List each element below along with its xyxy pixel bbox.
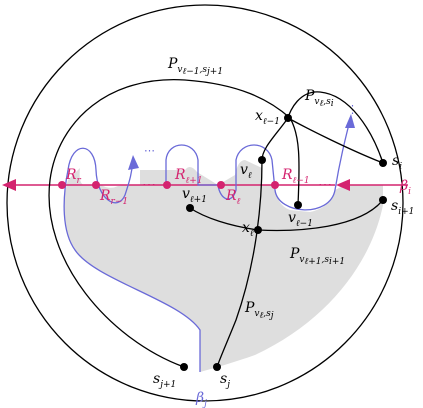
label-r-r1: Rr−1 — [99, 188, 128, 207]
label-beta-i: βi — [399, 178, 411, 197]
node-r-l — [217, 181, 225, 189]
label-r-lm1: Rℓ−1 — [281, 167, 310, 186]
node-r-lp1 — [163, 181, 171, 189]
label-r-l: Rℓ — [225, 188, 241, 207]
node-x-l1 — [284, 114, 292, 122]
beta-r-dots: ⋯ — [142, 178, 156, 193]
outer-circle — [6, 4, 404, 402]
label-p-lower: Pvℓ+1,si+1 — [289, 246, 345, 267]
path-p-vl1-si1 — [189, 199, 384, 232]
label-v-lm1: vℓ−1 — [288, 210, 313, 229]
shaded-region — [64, 160, 384, 372]
beta-i-arrow-left — [2, 179, 16, 191]
label-s-j: sj — [220, 371, 230, 390]
label-p-bottom: Pvℓ,sj — [244, 300, 274, 321]
node-x-l — [254, 226, 262, 234]
beta-j-curve-right — [165, 119, 351, 211]
node-s-i — [379, 159, 387, 167]
label-s-i: si — [392, 153, 402, 172]
label-s-j1: sj+1 — [153, 371, 176, 390]
node-v-lm1 — [294, 201, 302, 209]
beta-j-arrow-right — [345, 114, 355, 128]
node-v-l1 — [186, 204, 194, 212]
label-s-i1: si+1 — [391, 198, 414, 217]
node-s-j1 — [180, 363, 188, 371]
label-p-right: Pvℓ,si — [304, 88, 334, 109]
label-p-top: Pvℓ−1,sj+1 — [167, 56, 223, 77]
beta-i-arrow-mid — [336, 179, 350, 191]
label-v-l1: vℓ+1 — [182, 186, 207, 205]
label-beta-j: βj — [195, 390, 207, 408]
node-s-j — [213, 363, 221, 371]
node-r-r — [58, 181, 66, 189]
label-x-l: xℓ — [242, 220, 254, 239]
label-r-lp1: Rℓ+1 — [174, 167, 203, 186]
node-r-lm1 — [271, 181, 279, 189]
beta-i-dots: ⋯ — [318, 178, 332, 193]
label-x-l1: xℓ−1 — [255, 108, 280, 127]
node-r-r1 — [92, 181, 100, 189]
path-right-link — [287, 117, 384, 164]
label-r-r: Rr — [65, 167, 82, 186]
beta-j-curve — [63, 147, 201, 372]
beta-j-arrow-left — [128, 155, 139, 170]
path-p-vl-si — [216, 91, 384, 368]
node-s-i1 — [379, 196, 387, 204]
beta-j-dots-left: ⋯ — [144, 145, 155, 157]
path-p-vlm1-sj1 — [48, 79, 300, 368]
label-v-l: vℓ — [240, 162, 252, 181]
node-v-l — [258, 156, 266, 164]
